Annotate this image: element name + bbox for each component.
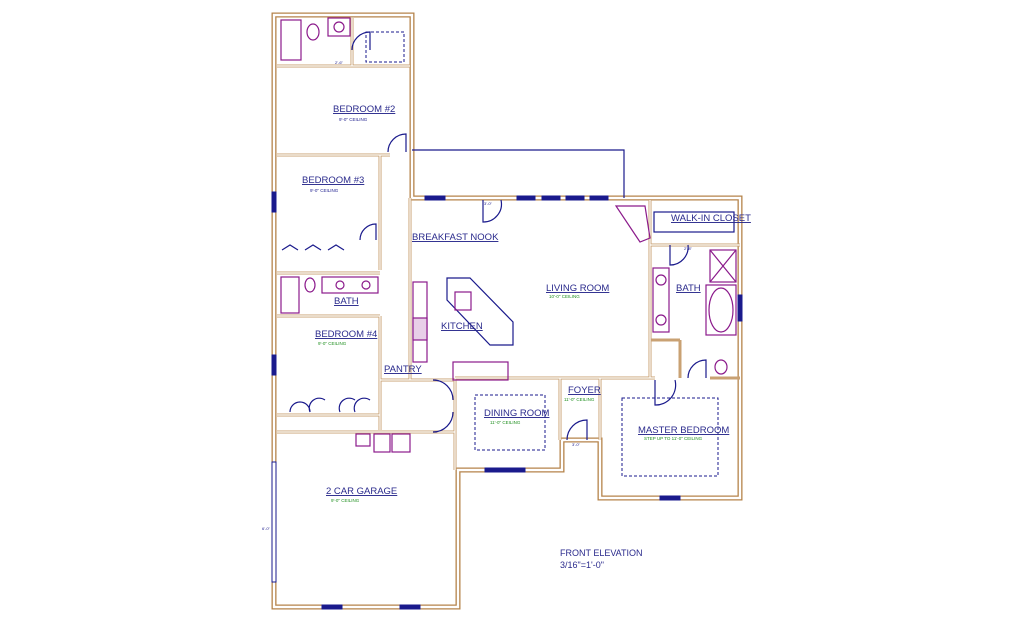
master-bedroom-label: MASTER BEDROOM (638, 425, 729, 436)
dining-room-label: DINING ROOM (484, 408, 550, 419)
foyer-ceiling: 11'-0" CEILING (564, 397, 595, 402)
doors (281, 31, 707, 441)
interior-walls (277, 18, 740, 470)
fixtures (280, 17, 737, 477)
dining-room-ceiling: 11'-0" CEILING (490, 420, 521, 425)
bedroom3-label: BEDROOM #3 (302, 175, 364, 186)
master-bedroom-ceiling: STEP UP TO 11'-0" CEILING (644, 436, 703, 441)
garage-ceiling: 9'-0" CEILING (331, 498, 360, 503)
garage-label: 2 CAR GARAGE (326, 486, 397, 497)
roof-line (412, 149, 625, 198)
breakfast-nook-label: BREAKFAST NOOK (412, 232, 499, 243)
kitchen-label: KITCHEN (441, 321, 483, 332)
windows (271, 191, 743, 610)
walk-in-closet-label: WALK-IN CLOSET (671, 213, 751, 224)
dim-label: 6'-0" (262, 526, 271, 531)
drawing-title: FRONT ELEVATION (560, 548, 643, 558)
bedroom4-ceiling: 9'-0" CEILING (318, 341, 347, 346)
hall-bath-label: BATH (334, 296, 359, 307)
bedroom2-label: BEDROOM #2 (333, 104, 395, 115)
foyer-label: FOYER (568, 385, 601, 396)
dim-label: 3'-0" (484, 201, 493, 206)
bedroom3-ceiling: 9'-0" CEILING (310, 188, 339, 193)
dim-label: 3'-0" (572, 442, 581, 447)
living-room-label: LIVING ROOM (546, 283, 609, 294)
dim-label: 2'-8" (684, 246, 693, 251)
drawing-scale: 3/16"=1'-0" (560, 560, 604, 570)
living-room-ceiling: 10'-0" CEILING (549, 294, 580, 299)
bedroom2-ceiling: 9'-0" CEILING (339, 117, 368, 122)
master-bath-label: BATH (676, 283, 701, 294)
pantry-label: PANTRY (384, 364, 422, 375)
dim-label: 2'-6" (335, 60, 344, 65)
bedroom4-label: BEDROOM #4 (315, 329, 377, 340)
